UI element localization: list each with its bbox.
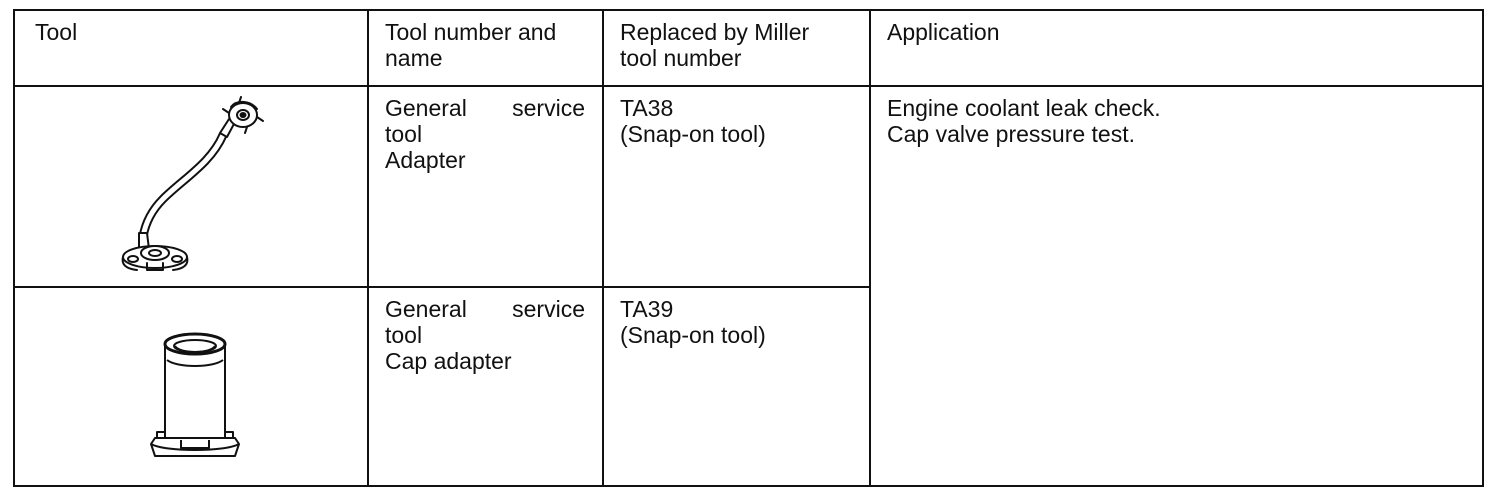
tool-illustration-cell xyxy=(13,286,369,487)
header-replaced-by-miller: Replaced by Miller tool number xyxy=(602,8,871,88)
header-tool-number-and-name: Tool number and name xyxy=(367,8,604,88)
table-header-row: Tool Tool number and name Replaced by Mi… xyxy=(13,8,1484,88)
radiator-cap-hose-adapter-icon xyxy=(121,96,264,272)
miller-number-cell: TA38 (Snap-on tool) xyxy=(602,85,871,289)
cap-adapter-icon xyxy=(150,332,240,458)
application-cell: Engine coolant leak check. Cap valve pre… xyxy=(869,85,1484,487)
header-tool: Tool xyxy=(13,8,369,88)
special-tools-table: Tool Tool number and name Replaced by Mi… xyxy=(13,8,1484,487)
header-application: Application xyxy=(869,8,1484,88)
tool-illustration-cell xyxy=(13,85,369,289)
miller-number-cell: TA39 (Snap-on tool) xyxy=(602,286,871,487)
